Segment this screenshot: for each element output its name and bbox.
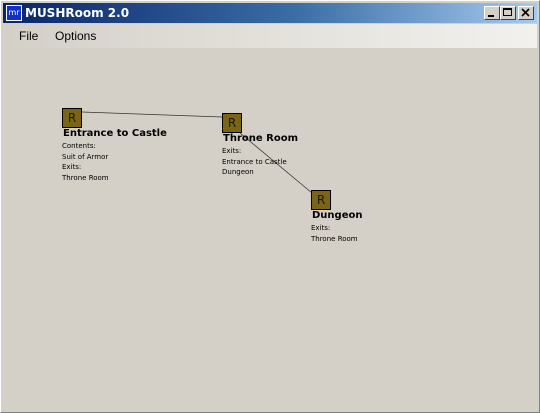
close-icon [521,8,530,17]
room-detail-line: Exits: [222,147,242,155]
room-detail-line: Dungeon [222,168,254,176]
menu-file[interactable]: File [19,29,39,43]
menu-options[interactable]: Options [55,29,97,43]
room-detail-line: Contents: [62,142,96,150]
room-name: Entrance to Castle [63,128,167,139]
map-canvas[interactable]: R Entrance to Castle Contents: Suit of A… [3,48,537,410]
room-detail-line: Suit of Armor [62,152,109,161]
close-button[interactable] [518,6,534,20]
minimize-icon [488,15,494,17]
maximize-button[interactable] [500,6,516,20]
exit-line-entrance-throne [81,111,223,118]
room-marker-icon[interactable]: R [62,108,82,128]
window-title: MUSHRoom 2.0 [25,6,130,20]
room-marker-icon[interactable]: R [311,190,331,210]
room-name: Dungeon [312,210,363,221]
maximize-icon [503,8,512,16]
room-detail-line: Entrance to Castle [222,157,287,166]
room-detail-line: Throne Room [311,234,358,243]
room-details: Exits: Throne Room [311,223,358,244]
room-detail-line: Throne Room [62,173,109,182]
app-icon[interactable]: mr [6,5,22,21]
room-details: Exits: Entrance to Castle Dungeon [222,146,287,178]
room-marker-icon[interactable]: R [222,113,242,133]
room-detail-line: Exits: [62,163,82,171]
minimize-button[interactable] [484,6,500,20]
exit-line-throne-dungeon [239,132,313,194]
room-name: Throne Room [223,133,298,144]
room-detail-line: Exits: [311,224,331,232]
title-bar[interactable]: mr MUSHRoom 2.0 [3,3,537,23]
menu-bar: File Options [3,24,537,48]
room-details: Contents: Suit of Armor Exits: Throne Ro… [62,141,109,183]
exit-connectors [81,111,313,194]
